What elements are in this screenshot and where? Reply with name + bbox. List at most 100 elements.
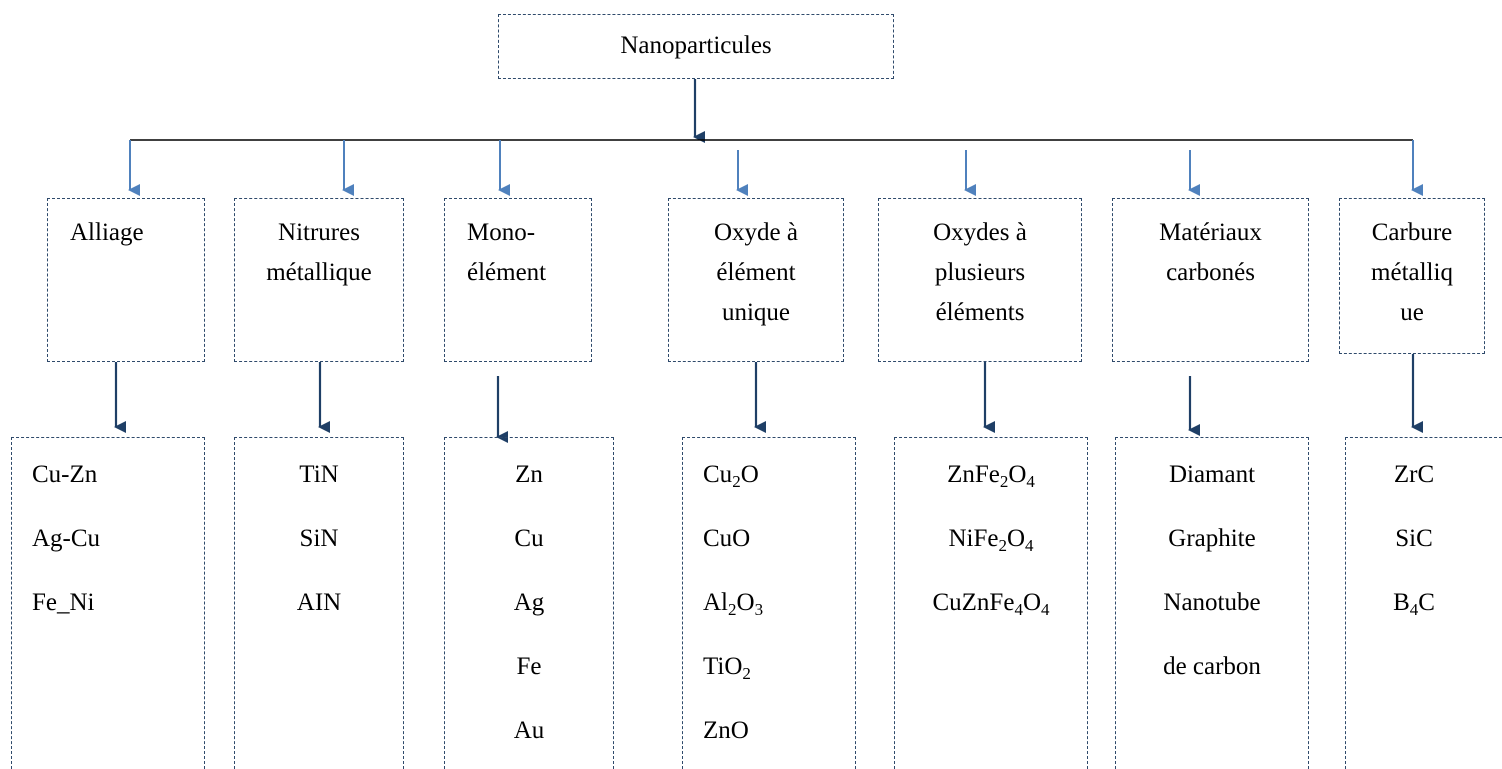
example-item: Cu (445, 526, 613, 551)
example-item: AIN (235, 590, 403, 615)
example-item: de carbon (1116, 654, 1308, 679)
formula-part: ZnO (703, 717, 749, 744)
formula-part: SiC (1395, 525, 1433, 552)
subscript: 2 (998, 535, 1007, 555)
category-5-line-1: Oxydes à (933, 219, 1027, 246)
example-item: Cu2O (683, 461, 855, 490)
root-node: Nanoparticules (498, 14, 894, 79)
category-box-5: Oxydes à plusieurs éléments (878, 198, 1082, 362)
subscript: 2 (742, 663, 751, 683)
formula-part: Ag-Cu (32, 525, 101, 552)
examples-box-7: ZrC SiC B4C (1345, 437, 1502, 769)
category-6-line-2: carbonés (1166, 259, 1255, 286)
formula-part: NiFe (948, 525, 999, 552)
example-item: NiFe2O4 (895, 525, 1087, 554)
example-item: CuZnFe4O4 (895, 589, 1087, 618)
formula-part: O (736, 589, 755, 616)
category-4-line-1: Oxyde à (714, 219, 798, 246)
category-5-line-3: éléments (935, 299, 1025, 326)
formula-part: CuZnFe (932, 589, 1015, 616)
subscript: 2 (999, 471, 1009, 491)
category-box-2: Nitrures métallique (234, 198, 404, 362)
example-item: Ag-Cu (12, 526, 204, 551)
category-5-line-2: plusieurs (934, 259, 1026, 286)
formula-part: Graphite (1168, 525, 1256, 552)
example-item: ZnO (683, 718, 855, 743)
example-item: Au (445, 718, 613, 743)
formula-part: Ag (513, 589, 545, 616)
example-item: CuO (683, 526, 855, 551)
formula-part: TiN (299, 461, 339, 488)
subscript: 4 (1409, 599, 1419, 619)
category-box-6: Matériaux carbonés (1112, 198, 1309, 362)
formula-part: AIN (296, 589, 342, 616)
category-1-line-1: Alliage (70, 219, 144, 246)
formula-part: O (1008, 461, 1027, 488)
example-item: Diamant (1116, 462, 1308, 487)
subscript: 4 (1041, 599, 1050, 619)
category-6-line-1: Matériaux (1159, 219, 1262, 246)
category-4-line-2: élément (716, 259, 796, 286)
subscript: 4 (1026, 471, 1035, 491)
root-label: Nanoparticules (620, 32, 772, 59)
example-item: ZnFe2O4 (895, 461, 1087, 490)
formula-part: O (1022, 589, 1041, 616)
formula-part: CuO (703, 525, 751, 552)
formula-part: Fe (516, 653, 542, 680)
example-item: Zn (445, 462, 613, 487)
subscript: 2 (728, 599, 737, 619)
example-item: TiO2 (683, 653, 855, 682)
category-7-line-2: métalliq (1371, 259, 1453, 286)
category-3-line-2: élément (467, 259, 547, 286)
formula-part: O (1006, 525, 1026, 552)
example-item: Al2O3 (683, 589, 855, 618)
example-item: TiN (235, 462, 403, 487)
category-7-line-1: Carbure (1371, 219, 1453, 246)
category-3-line-1: Mono- (467, 219, 536, 246)
category-box-1: Alliage (47, 198, 205, 362)
category-2-line-1: Nitrures (278, 219, 360, 246)
example-item: Fe (445, 654, 613, 679)
subscript: 3 (754, 599, 764, 619)
example-item: Graphite (1116, 526, 1308, 551)
formula-part: ZrC (1393, 461, 1435, 488)
formula-part: Fe_Ni (32, 589, 95, 616)
formula-part: Cu (514, 525, 544, 552)
formula-part: SiN (299, 525, 339, 552)
subscript: 2 (732, 471, 741, 491)
formula-part: de carbon (1163, 653, 1261, 680)
category-box-3: Mono- élément (444, 198, 592, 362)
formula-part: Zn (515, 461, 543, 488)
formula-part: B (1393, 589, 1410, 616)
formula-part: Au (513, 717, 545, 744)
formula-part: Cu (703, 461, 733, 488)
category-7-line-3: ue (1400, 299, 1424, 326)
example-item: Nanotube (1116, 590, 1308, 615)
formula-part: O (740, 461, 759, 488)
example-item: B4C (1346, 589, 1482, 618)
subscript: 4 (1014, 599, 1023, 619)
example-item: Cu-Zn (12, 462, 204, 487)
examples-box-2: TiN SiN AIN (234, 437, 404, 769)
formula-part: C (1418, 589, 1435, 616)
example-item: Ag (445, 590, 613, 615)
example-item: SiC (1346, 526, 1482, 551)
formula-part: Cu-Zn (32, 461, 98, 488)
formula-part: Nanotube (1163, 589, 1261, 616)
formula-part: TiO (703, 653, 743, 680)
subscript: 4 (1025, 535, 1034, 555)
example-item: Fe_Ni (12, 590, 204, 615)
category-box-4: Oxyde à élément unique (668, 198, 844, 362)
formula-part: ZnFe (947, 461, 1000, 488)
formula-part: Diamant (1168, 461, 1256, 488)
example-item: SiN (235, 526, 403, 551)
formula-part: Al (703, 589, 728, 616)
category-2-line-2: métallique (266, 259, 372, 286)
example-item: ZrC (1346, 462, 1482, 487)
